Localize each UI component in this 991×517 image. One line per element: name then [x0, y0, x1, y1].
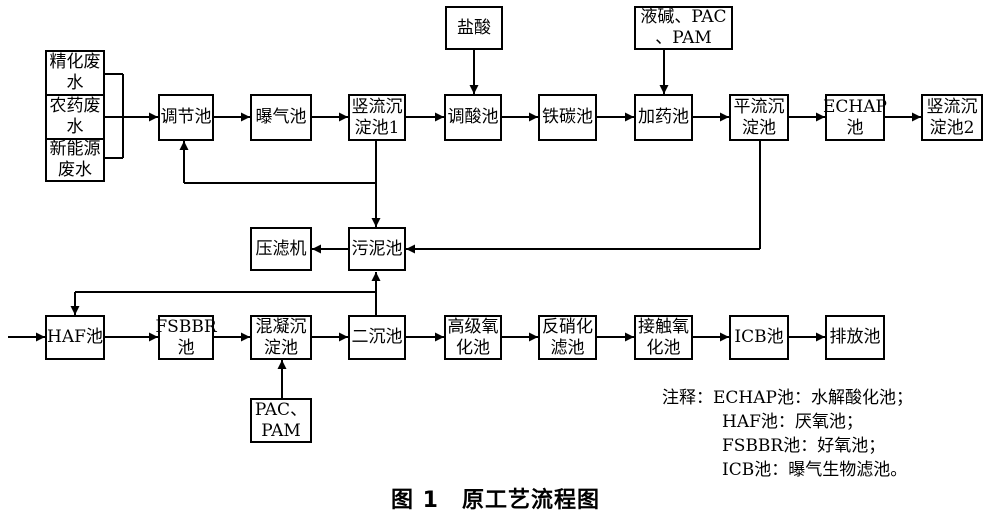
- figure-caption: 图 1 原工艺流程图: [391, 488, 600, 513]
- node-jiechu-oxidation: 接触氧 化池: [634, 315, 693, 360]
- node-xinnengyuan-wastewater: 新能源 废水: [45, 138, 105, 182]
- node-shuliu-settling-2: 竖流沉 淀池2: [921, 94, 983, 141]
- node-shuliu-settling-1: 竖流沉 淀池1: [348, 94, 406, 141]
- node-tiaojie-tank: 调节池: [158, 94, 214, 141]
- node-puqi-tank: 曝气池: [250, 94, 312, 141]
- node-haf-tank: HAF池: [45, 315, 105, 360]
- node-tietan-tank: 铁碳池: [538, 94, 597, 141]
- node-jinghua-wastewater: 精化废 水: [45, 50, 105, 96]
- node-pac-pam: PAC、 PAM: [250, 398, 312, 443]
- node-gaoji-oxidation: 高级氧 化池: [444, 315, 502, 360]
- node-paifang-tank: 排放池: [825, 315, 885, 360]
- node-echap-tank: ECHAP 池: [823, 94, 887, 141]
- node-fanxiao-filter: 反硝化 滤池: [538, 315, 597, 360]
- node-jiayao-tank: 加药池: [634, 94, 693, 141]
- note-line-haf: HAF池：厌氧池；: [722, 412, 863, 432]
- node-yalv-filter-press: 压滤机: [250, 227, 312, 271]
- note-line-echap: 注释：ECHAP池：水解酸化池；: [662, 388, 913, 408]
- node-pingliu-settling: 平流沉 淀池: [729, 94, 789, 141]
- node-yejian-pac-pam: 液碱、PAC 、PAM: [634, 6, 733, 50]
- node-yansuan: 盐酸: [445, 6, 503, 50]
- node-erchen-tank: 二沉池: [348, 315, 406, 360]
- node-tiaosuan-tank: 调酸池: [444, 94, 502, 141]
- node-wuni-sludge-tank: 污泥池: [348, 227, 406, 271]
- node-hunning-settling: 混凝沉 淀池: [250, 315, 312, 360]
- node-fsbbr-tank: FSBBR 池: [155, 315, 217, 360]
- node-nongyao-wastewater: 农药废 水: [45, 94, 105, 140]
- note-line-fsbbr: FSBBR池：好氧池；: [722, 436, 886, 456]
- note-line-icb: ICB池：曝气生物滤池。: [722, 460, 908, 480]
- node-icb-tank: ICB池: [729, 315, 789, 360]
